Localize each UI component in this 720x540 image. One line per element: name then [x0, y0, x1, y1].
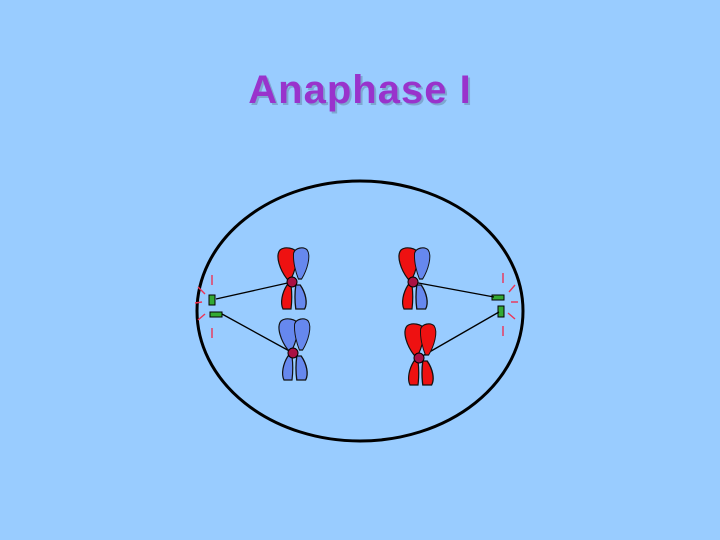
- spindle-fiber-1: [215, 281, 293, 300]
- right-spindle-pole: [491, 273, 518, 336]
- centromere: [413, 352, 425, 364]
- spindle-fiber-3: [412, 281, 495, 298]
- centromere: [407, 276, 419, 288]
- chromosome-upper-right: [398, 247, 431, 310]
- spindle-fiber-2: [221, 313, 294, 354]
- centriole-right-b: [497, 305, 505, 318]
- centriole-right-a: [491, 294, 505, 301]
- centriole-left-b: [209, 311, 223, 318]
- spindle-fiber-4: [418, 311, 500, 359]
- chromosome-lower-right: [404, 323, 437, 386]
- centriole-left-a: [208, 294, 216, 306]
- aster-rays-right: [502, 273, 518, 336]
- slide-title: Anaphase I: [248, 68, 472, 112]
- centromere: [286, 276, 298, 288]
- chromosome-upper-left: [277, 247, 310, 310]
- left-spindle-pole: [194, 275, 223, 338]
- chromosome-lower-left: [278, 318, 311, 381]
- spindle-fibers: [215, 281, 500, 359]
- cell-membrane: [195, 179, 525, 443]
- centromere: [287, 347, 299, 359]
- aster-rays-left: [194, 275, 213, 338]
